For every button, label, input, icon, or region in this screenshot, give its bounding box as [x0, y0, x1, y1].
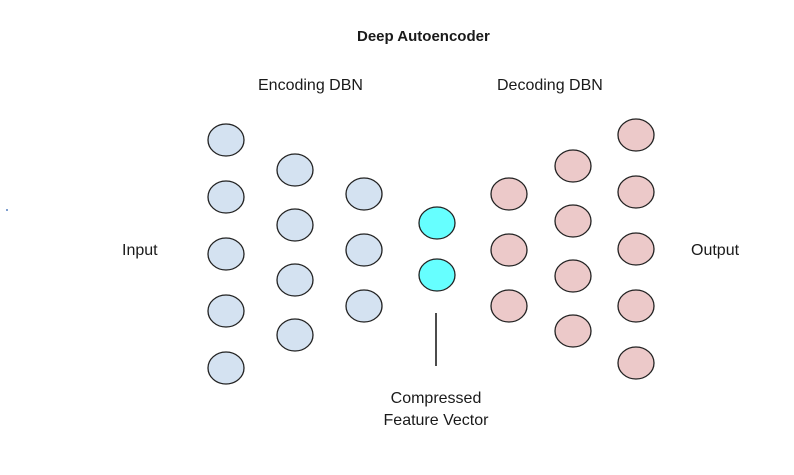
- input-layer: [207, 123, 245, 385]
- code-layer-node: [418, 206, 456, 240]
- encoder-hidden-2: [345, 177, 383, 323]
- decoder-hidden-2: [554, 149, 592, 348]
- encoder-hidden-1-node: [276, 153, 314, 187]
- decoder-hidden-2-node: [554, 314, 592, 348]
- input-layer-node: [207, 180, 245, 214]
- output-layer: [617, 118, 655, 380]
- output-layer-node: [617, 346, 655, 380]
- decoder-hidden-2-node: [554, 259, 592, 293]
- decoder-hidden-1-node: [490, 289, 528, 323]
- decoding-dbn-label: Decoding DBN: [497, 77, 603, 94]
- decoder-hidden-1-node: [490, 233, 528, 267]
- encoder-hidden-2-node: [345, 177, 383, 211]
- stray-dot: [6, 209, 8, 211]
- encoder-hidden-1-node: [276, 263, 314, 297]
- code-layer-node: [418, 258, 456, 292]
- encoding-dbn-label: Encoding DBN: [258, 77, 363, 94]
- output-label: Output: [691, 242, 740, 259]
- output-layer-node: [617, 175, 655, 209]
- input-layer-node: [207, 351, 245, 385]
- encoder-hidden-2-node: [345, 289, 383, 323]
- decoder-hidden-1: [490, 177, 528, 323]
- compressed-label-line2: Feature Vector: [383, 412, 489, 429]
- input-layer-node: [207, 294, 245, 328]
- diagram-title: Deep Autoencoder: [357, 28, 490, 45]
- decoder-hidden-1-node: [490, 177, 528, 211]
- input-layer-node: [207, 123, 245, 157]
- compressed-label-line1: Compressed: [390, 390, 482, 407]
- input-label: Input: [122, 242, 158, 259]
- encoder-hidden-2-node: [345, 233, 383, 267]
- decoder-hidden-2-node: [554, 149, 592, 183]
- input-layer-node: [207, 237, 245, 271]
- encoder-hidden-1: [276, 153, 314, 352]
- code-layer: [418, 206, 456, 292]
- output-layer-node: [617, 232, 655, 266]
- decoder-hidden-2-node: [554, 204, 592, 238]
- encoder-hidden-1-node: [276, 208, 314, 242]
- output-layer-node: [617, 289, 655, 323]
- encoder-hidden-1-node: [276, 318, 314, 352]
- output-layer-node: [617, 118, 655, 152]
